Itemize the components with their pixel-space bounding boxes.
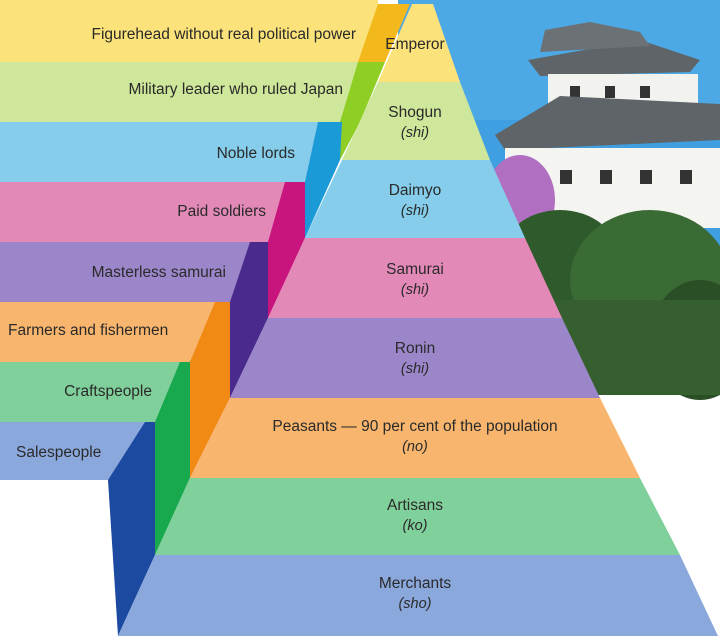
tier-kana-6: (ko) [403,518,428,534]
tier-artisans [155,478,680,555]
desc-label-7: Salespeople [16,444,101,461]
castle-photo [398,0,720,400]
tier-daimyo [305,160,525,238]
desc-bar-shogun [0,62,358,122]
desc-bar-artisans [0,362,180,422]
desc-bar-daimyo [0,122,318,182]
pyramid [118,4,718,636]
tier-name-6: Artisans [387,497,443,514]
tier-name-7: Merchants [379,575,452,592]
desc-label-3: Paid soldiers [177,203,266,220]
castle-roof-upper [528,40,700,76]
desc-label-2: Noble lords [217,145,296,162]
description-bars [0,0,378,480]
castle-roof-lower [495,96,720,150]
desc-bar-samurai [0,182,285,242]
tier-name-1: Shogun [388,104,441,121]
tier-kana-2: (shi) [401,203,429,219]
tier-kana-3: (shi) [401,282,429,298]
desc-label-4: Masterless samurai [92,264,226,281]
tier-name-3: Samurai [386,261,444,278]
tier-name-2: Daimyo [389,182,442,199]
desc-bar-peasants [0,302,215,362]
desc-label-5: Farmers and fishermen [8,322,168,339]
desc-bar-emperor [0,4,378,62]
description-labels: Figurehead without real political power … [8,26,356,461]
tier-shogun [342,82,490,160]
tier-peasants [190,398,640,478]
tier-kana-1: (shi) [401,125,429,141]
step-side-faces [108,4,410,636]
tier-samurai [268,238,562,318]
tier-ronin [230,318,600,398]
tier-name-0: Emperor [385,36,444,53]
desc-bar-ronin [0,242,250,302]
tier-merchants [118,555,718,636]
tier-name-5: Peasants — 90 per cent of the population [272,418,557,435]
desc-label-0: Figurehead without real political power [91,26,356,43]
tier-kana-4: (shi) [401,361,429,377]
desc-label-6: Craftspeople [64,383,152,400]
tier-emperor [378,4,460,82]
tier-kana-7: (sho) [398,596,431,612]
tier-labels: Emperor Shogun (shi) Daimyo (shi) Samura… [272,36,557,612]
desc-label-1: Military leader who ruled Japan [128,81,343,98]
tier-name-4: Ronin [395,340,436,357]
tier-kana-5: (no) [402,439,428,455]
